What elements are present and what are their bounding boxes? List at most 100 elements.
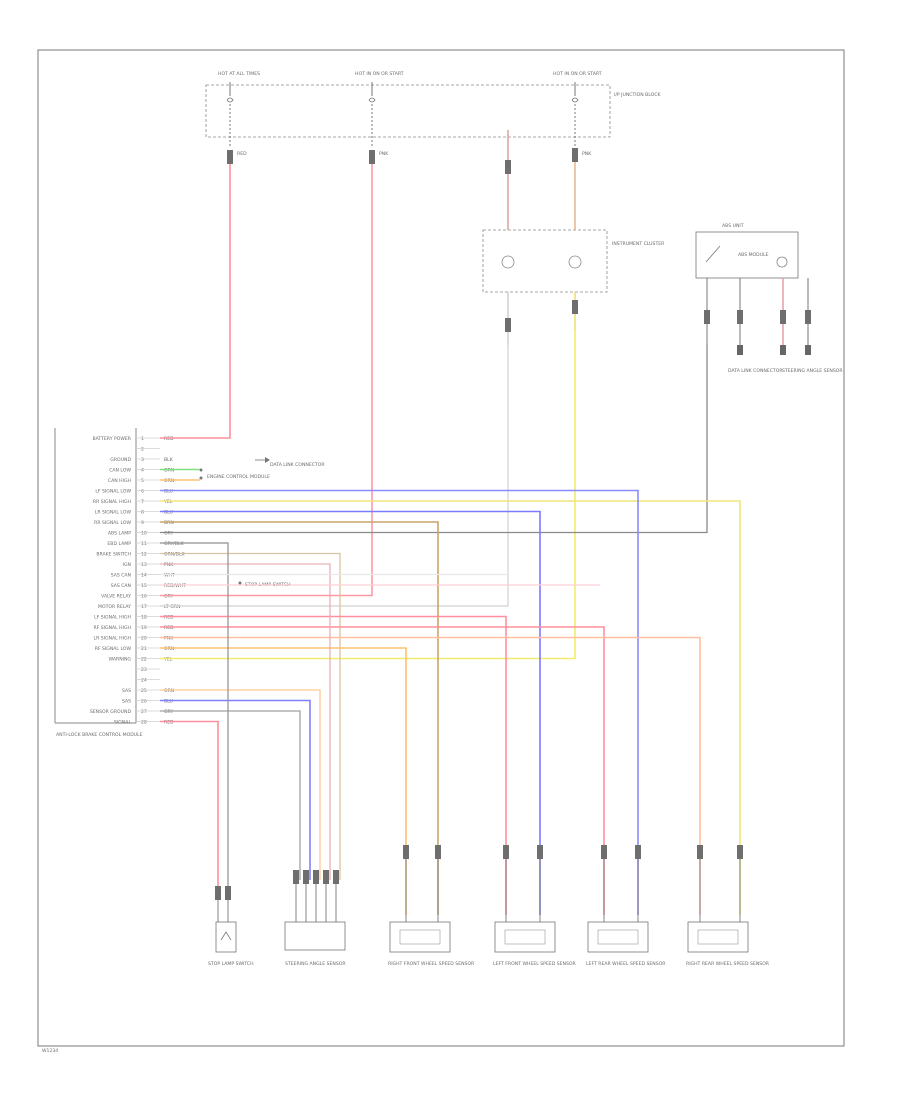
- module-pin-wire-label: RED: [164, 625, 174, 631]
- module-pin-label: SENSOR GROUND: [90, 709, 132, 715]
- fuse-2-label: HOT IN ON OR START: [355, 71, 404, 77]
- module-pin-number: 5: [141, 478, 144, 484]
- module-pin-number: 23: [141, 667, 147, 673]
- wire-rr-low: [160, 521, 439, 915]
- module-pin-number: 20: [141, 636, 147, 642]
- module-pin-wire-label: ORN: [164, 646, 174, 652]
- wire-rf-high: [160, 626, 605, 915]
- top-connector: [227, 150, 233, 164]
- abs-output-1: DATA LINK CONNECTOR: [728, 368, 783, 374]
- abs-unit-connector: [704, 310, 710, 324]
- module-note-2: DATA LINK CONNECTOR: [270, 462, 325, 468]
- module-pin-label: BATTERY POWER: [92, 436, 131, 442]
- module-pin-label: GROUND: [110, 457, 131, 463]
- cluster-connector: [572, 148, 578, 162]
- component-label-2: STEERING ANGLE SENSOR: [285, 961, 346, 967]
- module-pin-number: 16: [141, 594, 147, 600]
- stop-lamp-connector: [215, 886, 221, 900]
- stop-lamp-switch-body: [215, 921, 237, 953]
- wire-warning: [160, 330, 576, 660]
- module-pin-label: LR SIGNAL LOW: [95, 510, 132, 516]
- steering-sensor-connector: [293, 870, 299, 884]
- rf-sensor-connector: [403, 845, 409, 859]
- diagram-frame: [37, 49, 845, 1047]
- rf-sensor-connector: [435, 845, 441, 859]
- rf-sensor-body: [389, 921, 451, 953]
- module-pin-label: LR SIGNAL HIGH: [94, 636, 131, 642]
- module-pin-wire-label: BLU: [164, 489, 173, 495]
- module-pin-wire-label: PNK: [164, 562, 174, 568]
- wires: [160, 148, 811, 922]
- module-pin-number: 8: [141, 510, 144, 516]
- fuse-2: PNK: [368, 82, 389, 157]
- component-label-1: STOP LAMP SWITCH: [208, 961, 254, 967]
- module-pin-label: SAS: [122, 688, 131, 694]
- stop-lamp-connector: [225, 886, 231, 900]
- lf-sensor-body: [494, 921, 556, 953]
- module-pin-number: 7: [141, 499, 144, 505]
- component-label-5: LEFT REAR WHEEL SPEED SENSOR: [586, 961, 666, 967]
- module-pin-number: 18: [141, 615, 147, 621]
- module-pin-label: RR SIGNAL LOW: [94, 520, 131, 526]
- module-pin-wire-label: RED: [164, 436, 174, 442]
- module-pin-number: 28: [141, 720, 147, 726]
- wire-lf-high: [160, 615, 507, 915]
- module-pin-label: LF SIGNAL HIGH: [94, 615, 131, 621]
- abs-unit-outline: [695, 231, 799, 279]
- instrument-cluster-label: INSTRUMENT CLUSTER: [612, 241, 665, 247]
- module-pin-number: 10: [141, 531, 147, 537]
- module-pin-wire-label: RED/WHT: [164, 583, 186, 589]
- module-pin-number: 26: [141, 699, 147, 705]
- module-pin-label: RR SIGNAL HIGH: [93, 499, 131, 505]
- module-pin-label: SAS CAN: [111, 583, 131, 589]
- lr-wheel-speed-sensor: LEFT REAR WHEEL SPEED SENSOR: [586, 921, 666, 967]
- wire-lf-low: [160, 489, 639, 915]
- module-pin-label: MOTOR RELAY: [98, 604, 131, 610]
- module-pin-wire-label: GRY/BLK: [164, 541, 185, 547]
- fuse-box: I/P JUNCTION BLOCK HOT AT ALL TIMES HOT …: [205, 71, 662, 157]
- abs-control-module: ANTI-LOCK BRAKE CONTROL MODULE BATTERY P…: [54, 428, 186, 738]
- module-pin-label: SAS: [122, 699, 131, 705]
- steering-angle-sensor: STEERING ANGLE SENSOR: [284, 921, 346, 967]
- abs-warning-lamp-icon: [501, 255, 515, 269]
- wire-stop-lamp-1: [160, 720, 219, 900]
- footer-code: W1234: [42, 1048, 58, 1054]
- fuse-2-wire-label: PNK: [379, 151, 389, 157]
- fuse-box-label: I/P JUNCTION BLOCK: [614, 92, 662, 98]
- wire-abs-lamp: [160, 345, 509, 607]
- module-pin-wire-label: ORN: [164, 478, 174, 484]
- wire-lr-high: [160, 636, 701, 915]
- cluster-connector: [505, 160, 511, 174]
- wire-lr-low: [160, 510, 541, 915]
- lr-sensor-connector: [601, 845, 607, 859]
- module-pin-number: 27: [141, 709, 147, 715]
- module-pin-number: 15: [141, 583, 147, 589]
- rf-wheel-speed-sensor: RIGHT FRONT WHEEL SPEED SENSOR: [388, 921, 475, 967]
- fuse-box-outline: [205, 84, 611, 138]
- steering-sensor-connector: [313, 870, 319, 884]
- wire-ignition: [160, 150, 373, 597]
- module-label: ANTI-LOCK BRAKE CONTROL MODULE: [56, 732, 143, 738]
- stop-lamp-switch: STOP LAMP SWITCH: [208, 921, 254, 967]
- module-pin-label: SIGNAL: [114, 720, 131, 726]
- fuse-1-wire-label: RED: [237, 151, 247, 157]
- module-pin-wire-label: YEL: [163, 499, 173, 505]
- module-pin-label: IGN: [123, 562, 131, 568]
- module-pin-number: 2: [141, 447, 144, 453]
- module-pin-number: 12: [141, 552, 147, 558]
- wire-rf-low: [160, 647, 407, 915]
- component-label-6: RIGHT REAR WHEEL SPEED SENSOR: [686, 961, 770, 967]
- steering-angle-sensor-body: [284, 921, 346, 951]
- lr-sensor-connector: [635, 845, 641, 859]
- module-pin-label: RF SIGNAL LOW: [95, 646, 132, 652]
- wire-abs-unit: [160, 345, 708, 534]
- module-pin-label: RF SIGNAL HIGH: [93, 625, 131, 631]
- steering-sensor-connector: [323, 870, 329, 884]
- wire-sas-2: [160, 699, 311, 880]
- module-pin-number: 14: [141, 573, 147, 579]
- rr-wheel-speed-sensor: RIGHT REAR WHEEL SPEED SENSOR: [686, 921, 770, 967]
- module-pin-number: 13: [141, 562, 147, 568]
- module-pin-number: 1: [141, 436, 144, 442]
- component-label-4: LEFT FRONT WHEEL SPEED SENSOR: [493, 961, 577, 967]
